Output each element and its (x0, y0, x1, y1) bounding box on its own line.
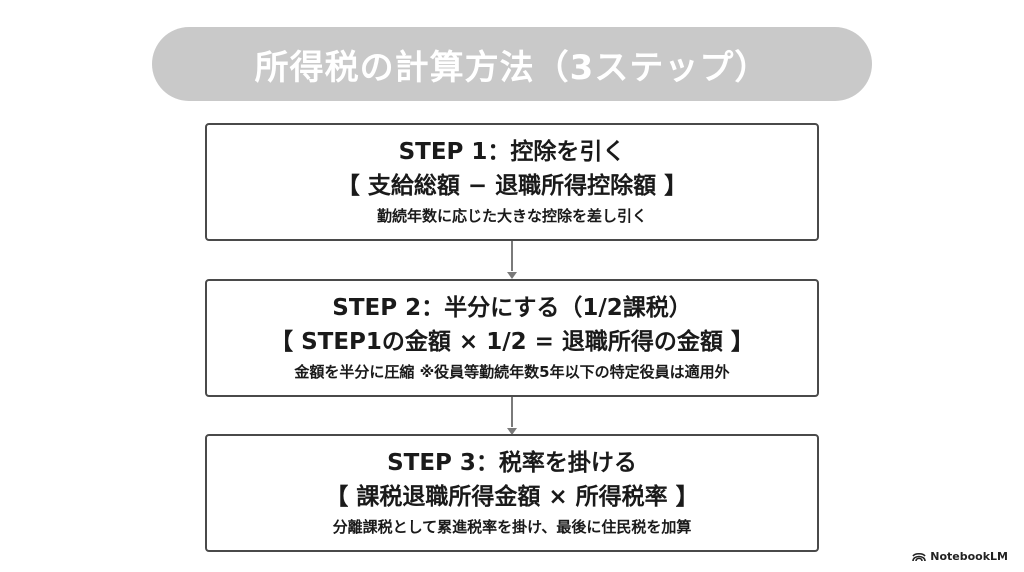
step-1-formula: 【 支給総額 − 退職所得控除額 】 (336, 173, 688, 199)
step-1-heading: STEP 1：控除を引く (398, 139, 626, 165)
down-arrow-icon (507, 428, 517, 435)
step-2-note: 金額を半分に圧縮 ※役員等勤続年数5年以下の特定役員は適用外 (294, 363, 730, 381)
step-2-box: STEP 2：半分にする（1/2課税） 【 STEP1の金額 × 1/2 = 退… (205, 279, 819, 397)
step-3-formula: 【 課税退職所得金額 × 所得税率 】 (325, 484, 699, 510)
step-1-to-2-connector (511, 241, 513, 271)
title-banner: 所得税の計算方法（3ステップ） (152, 27, 872, 101)
step-2-heading: STEP 2：半分にする（1/2課税） (332, 295, 692, 321)
step-2-to-3-connector (511, 397, 513, 427)
brand-watermark: NotebookLM (912, 550, 1008, 563)
down-arrow-icon (507, 272, 517, 279)
step-3-heading: STEP 3：税率を掛ける (387, 450, 637, 476)
notebooklm-logo-icon (912, 552, 927, 562)
step-1-note: 勤続年数に応じた大きな控除を差し引く (376, 207, 647, 225)
step-2-formula: 【 STEP1の金額 × 1/2 = 退職所得の金額 】 (270, 329, 754, 355)
step-3-note: 分離課税として累進税率を掛け、最後に住民税を加算 (332, 518, 692, 536)
step-3-box: STEP 3：税率を掛ける 【 課税退職所得金額 × 所得税率 】 分離課税とし… (205, 434, 819, 552)
page-title: 所得税の計算方法（3ステップ） (254, 47, 770, 88)
brand-label: NotebookLM (930, 550, 1008, 563)
step-1-box: STEP 1：控除を引く 【 支給総額 − 退職所得控除額 】 勤続年数に応じた… (205, 123, 819, 241)
